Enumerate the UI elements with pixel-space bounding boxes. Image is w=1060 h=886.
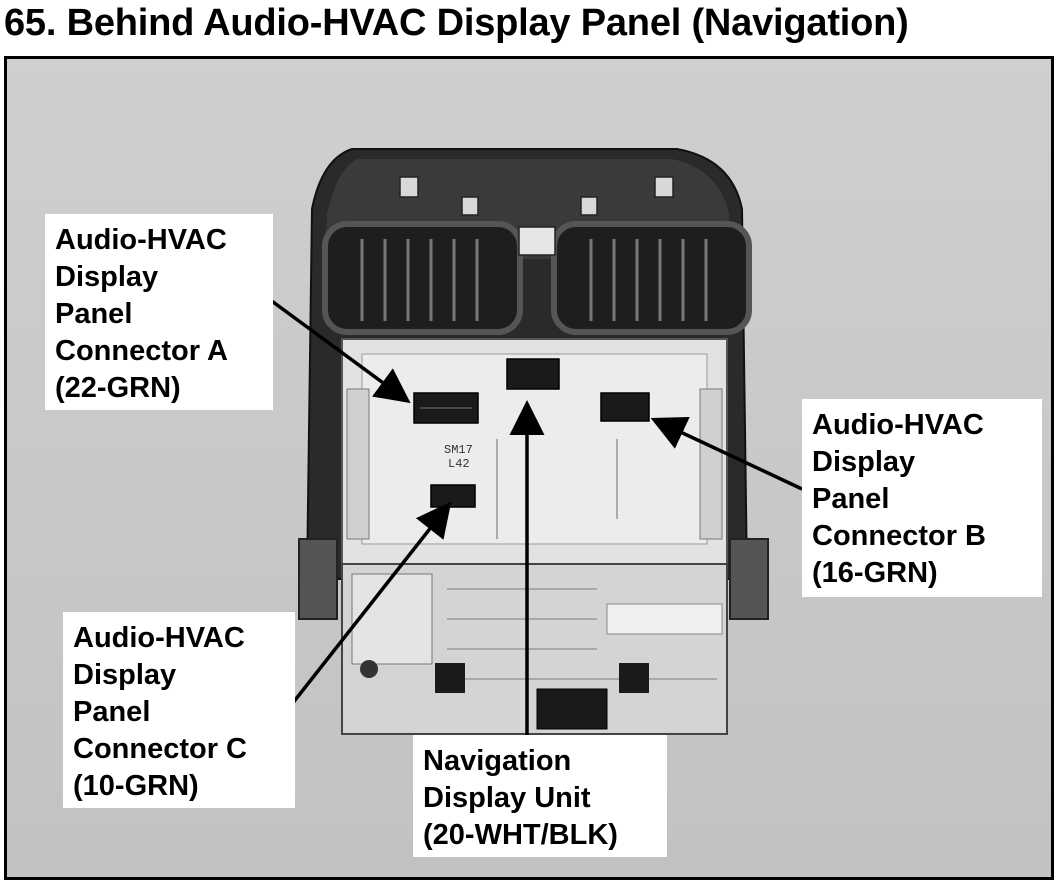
callout-line: Panel [73,696,151,728]
callout-line: (16-GRN) [812,557,938,589]
callout-line: (10-GRN) [73,770,199,802]
callout-line: Display [73,659,177,691]
connector-b [600,392,650,422]
panel-marking-line-1: SM17 [444,443,473,457]
callout-line: Connector B [812,520,986,552]
page-title: 65. Behind Audio-HVAC Display Panel (Nav… [4,2,909,44]
callout-line: Connector A [55,335,228,367]
audio-unit-chassis [341,563,728,735]
callout-line: Panel [812,483,890,515]
callout-line: Audio-HVAC [73,622,245,654]
top-clips [399,176,674,216]
arrow-connector-a [267,297,411,404]
callout-line: Panel [55,298,133,330]
callout-connector-c: Audio-HVAC Display Panel Connector C (10… [63,612,295,808]
callout-line: Display [55,261,159,293]
callout-line: Navigation [423,745,572,777]
callout-navigation-display-unit: Navigation Display Unit (20-WHT/BLK) [413,735,667,857]
left-air-vent [322,221,523,335]
connector-c [430,484,476,508]
callout-line: Audio-HVAC [55,224,227,256]
component-photo: SM17 L42 [4,56,1054,880]
callout-line: Display Unit [423,782,591,814]
arrow-connector-b [650,417,803,491]
callout-line: Display [812,446,916,478]
navigation-connector [506,358,560,390]
panel-marking-line-2: L42 [448,457,470,471]
callout-line: Connector C [73,733,247,765]
callout-line: (20-WHT/BLK) [423,819,618,851]
callout-line: (22-GRN) [55,372,181,404]
callout-connector-b: Audio-HVAC Display Panel Connector B (16… [802,399,1042,597]
callout-connector-a: Audio-HVAC Display Panel Connector A (22… [45,214,273,410]
callout-line: Audio-HVAC [812,409,984,441]
right-air-vent [551,221,752,335]
arrow-connector-c [290,501,452,706]
